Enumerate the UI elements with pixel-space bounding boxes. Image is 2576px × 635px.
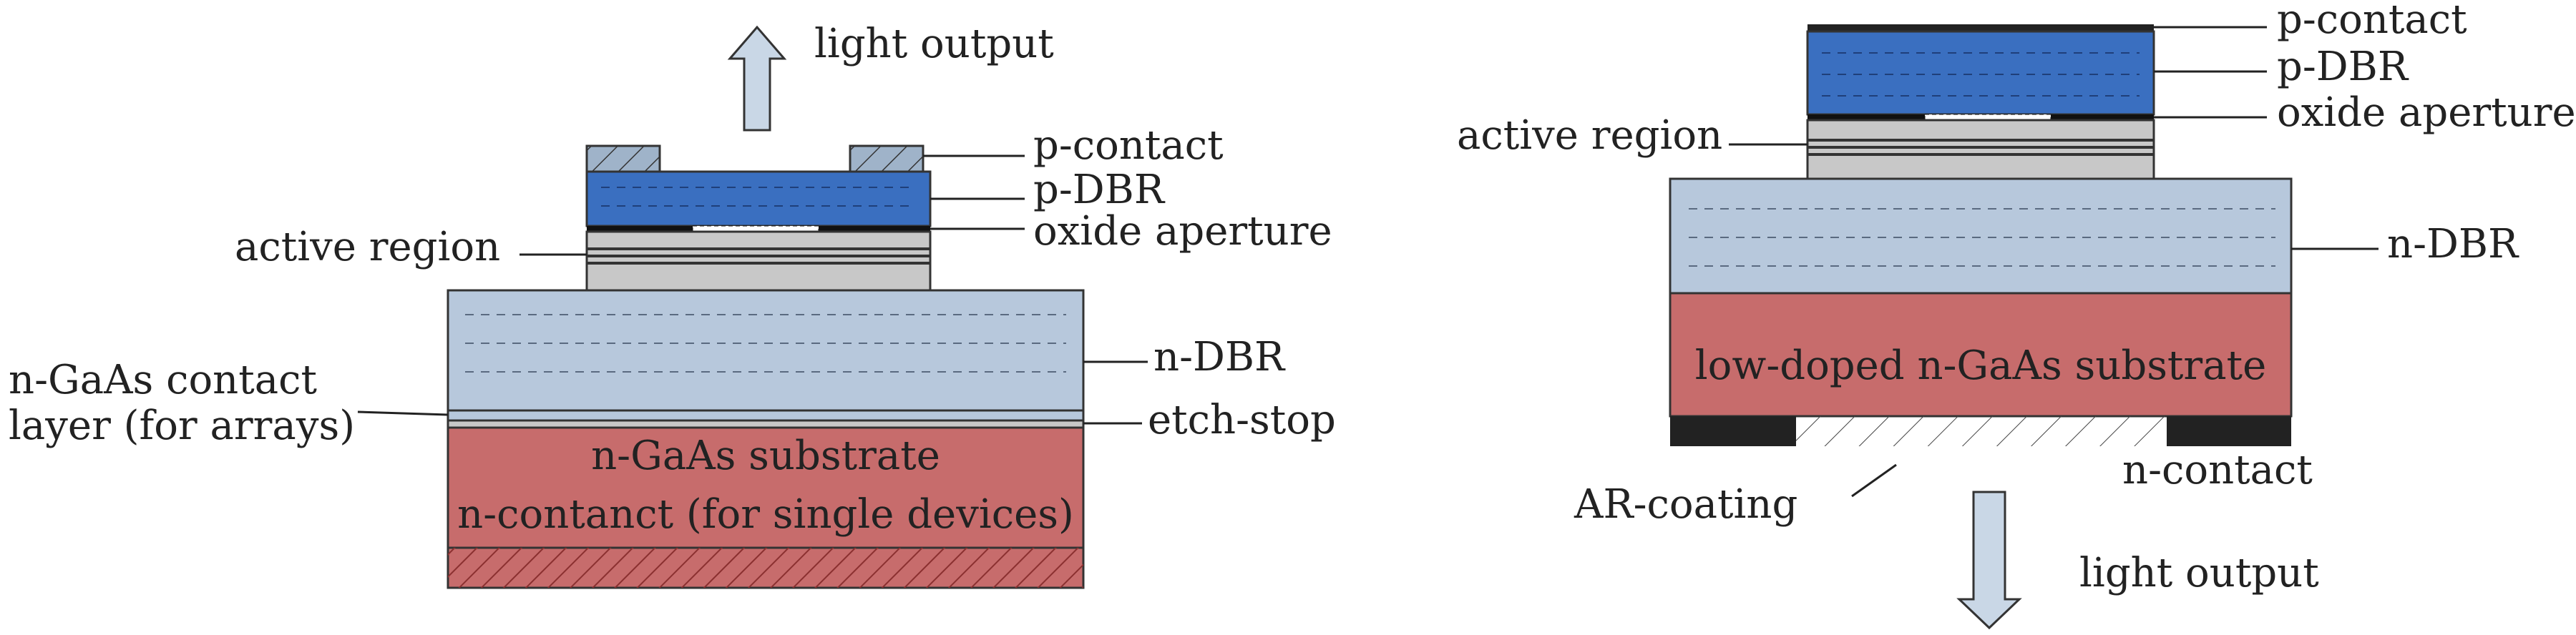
right-ar-coating-label: AR-coating (1574, 481, 1797, 528)
right-n-dbr-label: n-DBR (2387, 221, 2519, 267)
right-active-region-label: active region (1457, 112, 1722, 159)
left-substrate-label-1: n-GaAs substrate (591, 433, 940, 479)
left-device: light output p-contact p-DBR oxid (9, 21, 1336, 589)
right-n-contact-left (1670, 416, 1796, 446)
left-p-contact-label: p-contact (1033, 122, 1224, 169)
right-substrate (1669, 292, 2293, 418)
right-substrate-label: low-doped n-GaAs substrate (1695, 343, 2266, 389)
left-substrate (447, 426, 1085, 549)
left-active-region-label: active region (235, 224, 500, 270)
left-substrate-label-2: n-contanct (for single devices) (457, 491, 1074, 538)
left-p-dbr-layer (585, 170, 932, 227)
left-contact-layer-label-2: layer (for arrays) (9, 403, 355, 449)
left-p-dbr-label: p-DBR (1033, 167, 1166, 213)
right-n-contact-label: n-contact (2122, 447, 2313, 493)
left-etch-stop-label: etch-stop (1148, 397, 1336, 443)
right-light-output-label: light output (2079, 550, 2319, 596)
left-oxide-aperture-label: oxide aperture (1033, 208, 1332, 255)
left-light-output-label: light output (814, 21, 1054, 67)
left-n-dbr-layer (447, 289, 1085, 412)
right-ar-coating (1796, 416, 2167, 446)
right-p-contact (1807, 24, 2154, 31)
right-active-region (1806, 119, 2155, 180)
right-oxide-aperture-label: oxide aperture (2277, 89, 2576, 136)
up-arrow-icon (727, 25, 787, 132)
right-p-dbr-layer (1806, 30, 2155, 116)
right-n-contact-right (2167, 416, 2291, 446)
right-device: p-contact p-DBR oxide aperture active re… (1457, 0, 2576, 630)
left-active-region (585, 230, 932, 292)
left-contact-layer (447, 409, 1085, 422)
left-contact-layer-label-1: n-GaAs contact (9, 357, 317, 403)
right-n-dbr-layer (1669, 177, 2293, 295)
down-arrow-icon (1956, 491, 2022, 630)
right-p-dbr-label: p-DBR (2277, 44, 2409, 90)
right-p-contact-label: p-contact (2277, 0, 2467, 43)
left-n-dbr-label: n-DBR (1153, 334, 1286, 380)
